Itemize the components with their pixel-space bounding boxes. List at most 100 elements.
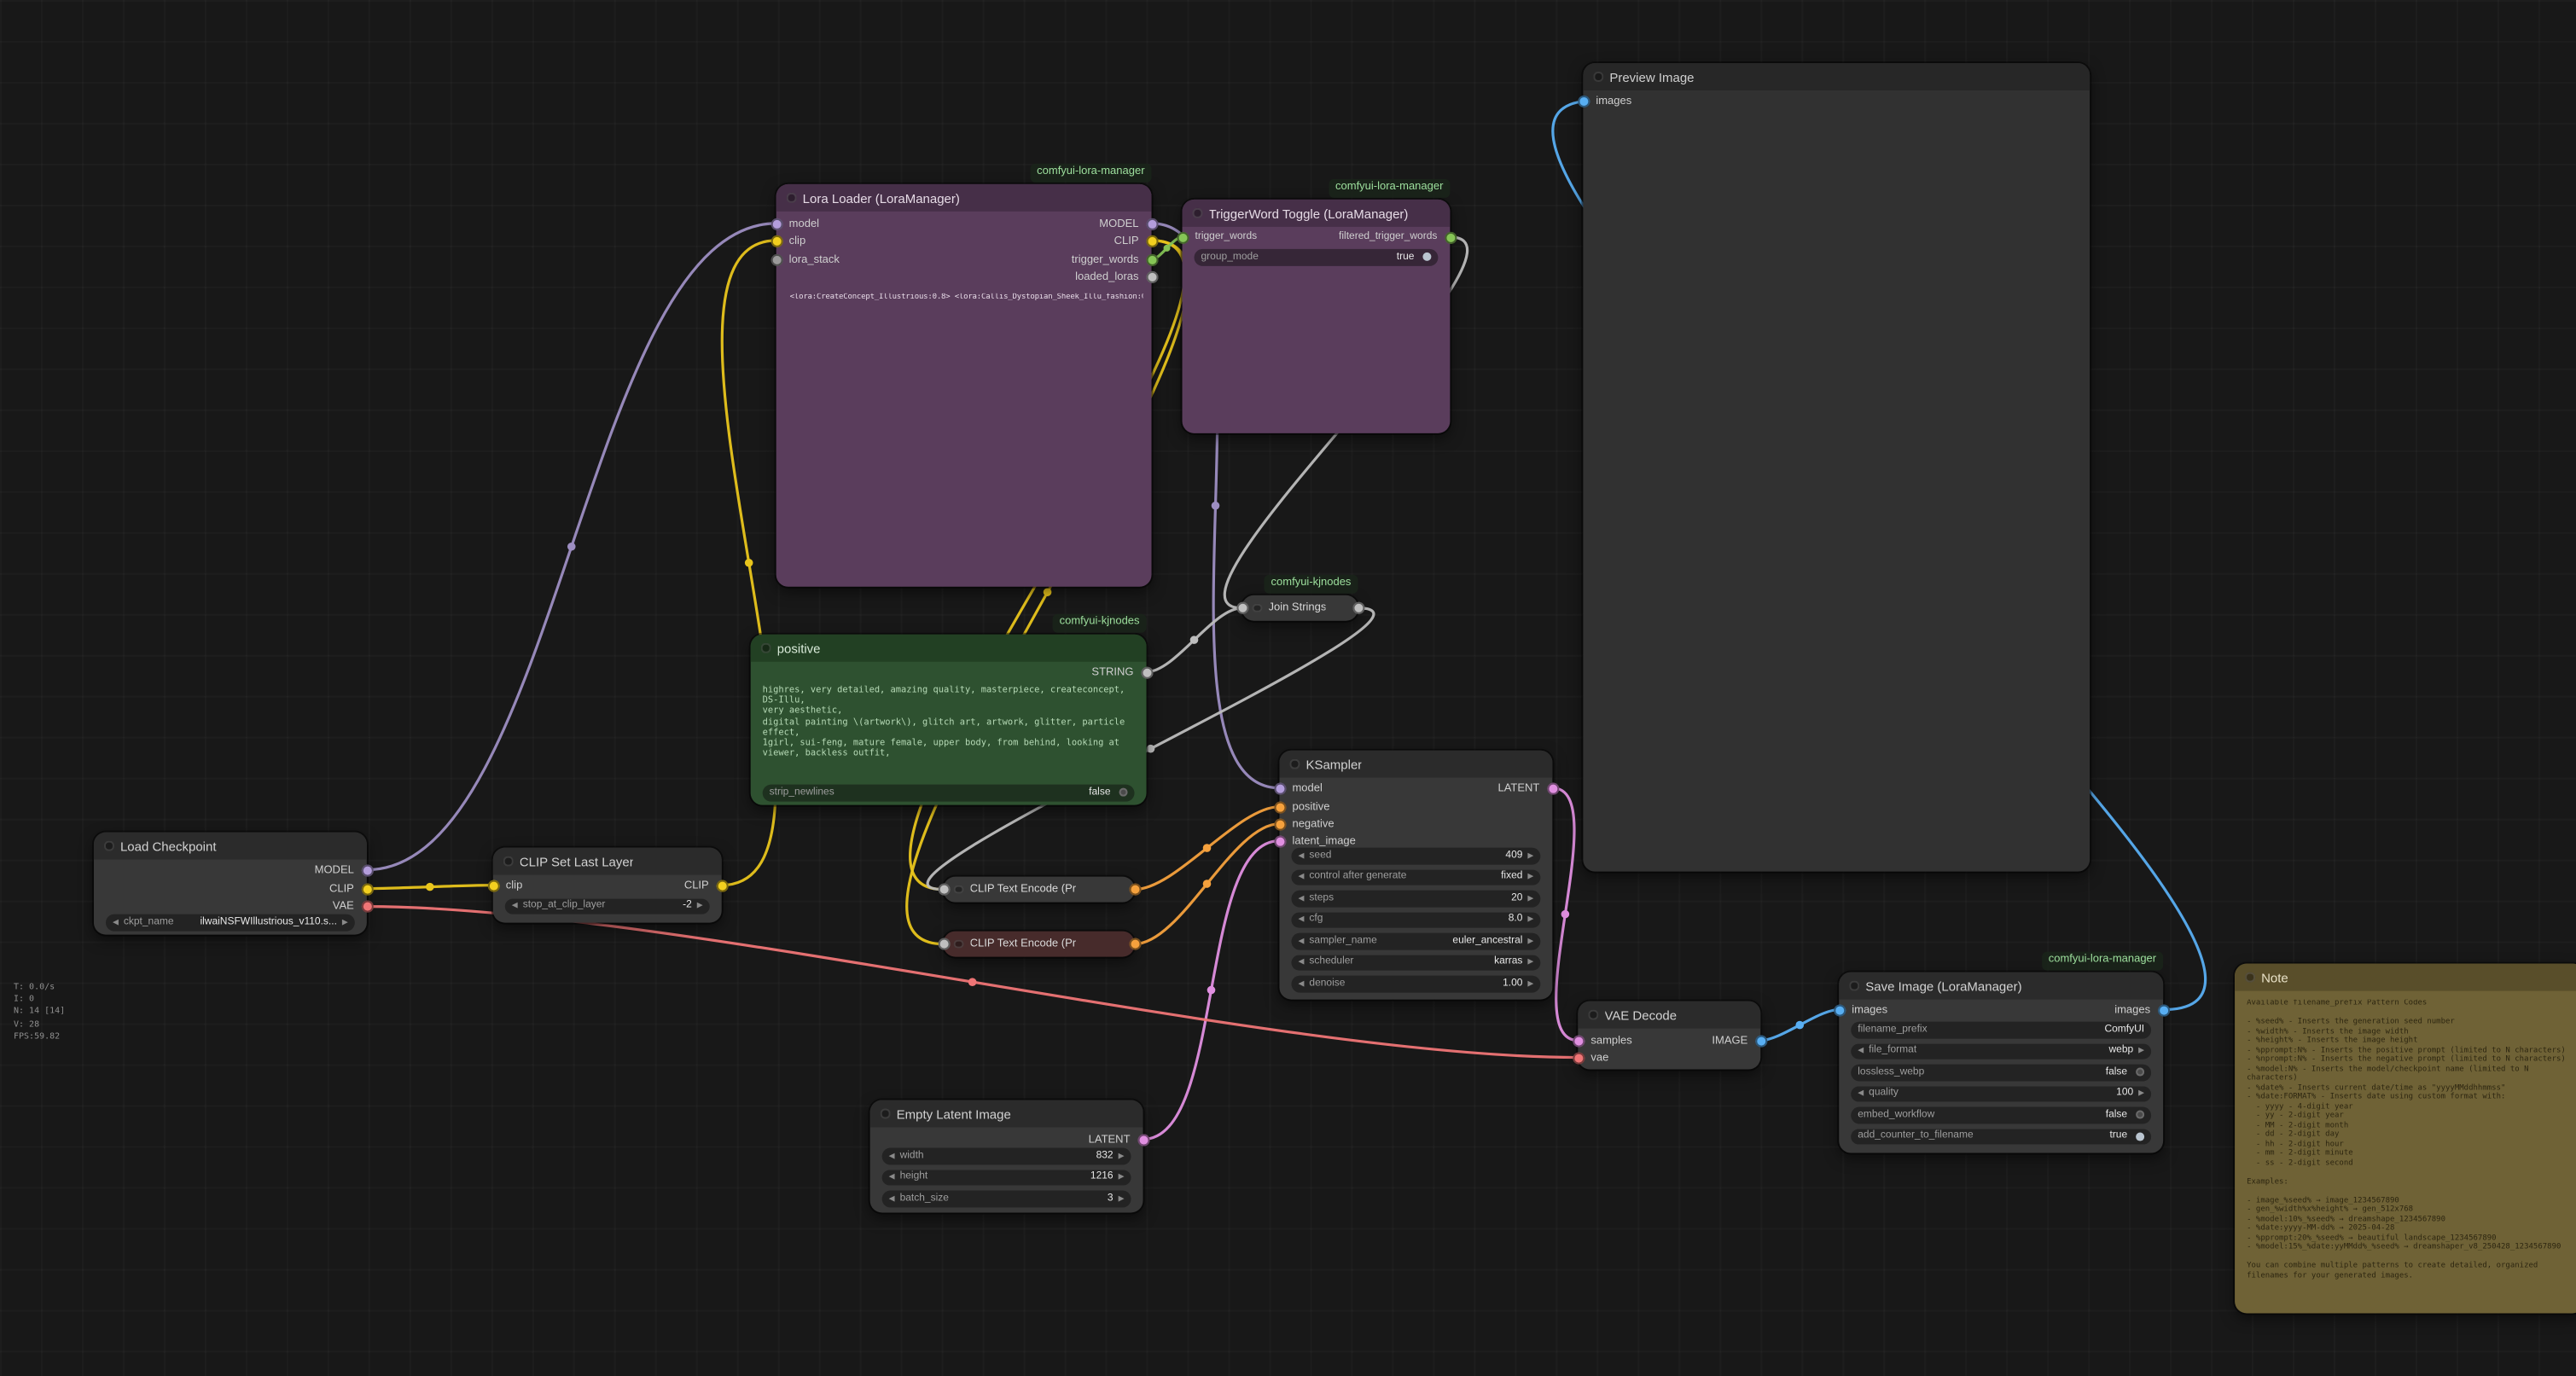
next-option-icon[interactable]: ▶ [1527,935,1534,944]
collapse-dot-icon[interactable] [2245,972,2255,983]
model-port-dot[interactable] [1273,781,1286,794]
output-port-string[interactable]: STRING [1091,664,1153,681]
clip-port-dot[interactable] [1145,234,1158,247]
output-port-model[interactable]: MODEL [315,862,373,879]
node-ksampler[interactable]: KSampler model positive negative latent_… [1273,750,1559,1000]
node-vae-decode[interactable]: VAE Decode samples vae IMAGE [1572,1001,1767,1070]
widget-stop-at-clip-layer[interactable]: ◀ stop_at_clip_layer -2 ▶ [504,897,710,914]
image-port-dot[interactable] [2157,1003,2170,1016]
decrement-icon[interactable]: ◀ [1298,978,1305,987]
node-header[interactable]: Lora Loader (LoraManager) [776,183,1152,212]
string-port-dot[interactable] [1140,665,1153,678]
note-text[interactable]: Available filename_prefix Pattern Codes … [2247,999,2566,1280]
increment-icon[interactable]: ▶ [1527,892,1534,902]
image-port-dot[interactable] [1754,1034,1767,1047]
decrement-icon[interactable]: ◀ [1298,892,1305,902]
widget-file-format[interactable]: ◀ file_format webp ▶ [1851,1042,2152,1060]
conditioning-port-dot[interactable] [1273,800,1286,813]
image-port-dot[interactable] [1577,94,1590,107]
widget-width[interactable]: ◀ width 832 ▶ [881,1147,1131,1164]
trigger-words-port-dot[interactable] [1176,230,1189,243]
widget-denoise[interactable]: ◀ denoise 1.00 ▶ [1291,975,1541,992]
node-header[interactable]: KSampler [1279,750,1553,778]
collapse-dot-icon[interactable] [503,856,513,867]
toggle-dot-icon[interactable] [2136,1111,2145,1120]
collapsed-input-port-dot[interactable] [937,938,950,950]
output-port-model[interactable]: MODEL [1099,215,1158,232]
latent-port-dot[interactable] [1137,1133,1149,1146]
input-port-latent-image[interactable]: latent_image [1273,833,1356,850]
input-port-clip[interactable]: clip [486,877,522,894]
increment-icon[interactable]: ▶ [1118,1193,1125,1202]
collapsed-input-port-dot[interactable] [1236,601,1248,614]
output-port-vae[interactable]: VAE [333,898,373,915]
node-header[interactable]: Empty Latent Image [869,1100,1143,1128]
collapsed-output-port-dot[interactable] [1128,883,1141,896]
node-save-image[interactable]: comfyui-lora-manager Save Image (LoraMan… [1833,951,2170,1153]
latent-port-dot[interactable] [1546,781,1559,794]
input-port-positive[interactable]: positive [1273,798,1330,816]
collapsed-output-port-dot[interactable] [1128,938,1141,950]
widget-filename-prefix[interactable]: filename_prefix ComfyUI [1851,1021,2152,1038]
input-port-samples[interactable]: samples [1572,1032,1632,1049]
collapse-dot-icon[interactable] [953,939,963,949]
decrement-icon[interactable]: ◀ [1298,914,1305,923]
node-header[interactable]: CLIP Set Last Layer [492,847,722,875]
widget-cfg[interactable]: ◀ cfg 8.0 ▶ [1291,911,1541,928]
input-port-vae[interactable]: vae [1572,1049,1608,1066]
increment-icon[interactable]: ▶ [1118,1150,1125,1159]
node-note[interactable]: Note Available filename_prefix Pattern C… [2235,963,2576,1314]
widget-seed[interactable]: ◀ seed 409 ▶ [1291,847,1541,864]
input-port-clip[interactable]: clip [770,232,805,249]
node-preview-image[interactable]: Preview Image images [1577,62,2090,872]
output-port-latent[interactable]: LATENT [1497,780,1559,797]
node-empty-latent-image[interactable]: Empty Latent Image LATENT ◀ width 832 ▶ … [869,1100,1149,1213]
node-header[interactable]: positive [750,634,1147,662]
output-port-loaded-loras[interactable]: loaded_loras [1075,268,1158,285]
collapse-dot-icon[interactable] [1289,759,1300,769]
decrement-icon[interactable]: ◀ [1298,850,1305,859]
latent-port-dot[interactable] [1273,834,1286,847]
input-port-images[interactable]: images [1833,1002,1887,1019]
output-port-latent[interactable]: LATENT [1089,1131,1149,1148]
model-port-dot[interactable] [770,217,782,229]
model-port-dot[interactable] [360,863,373,876]
output-port-clip[interactable]: CLIP [684,877,728,894]
widget-steps[interactable]: ◀ steps 20 ▶ [1291,890,1541,907]
toggle-dot-icon[interactable] [1422,253,1432,262]
input-port-trigger-words[interactable]: trigger_words [1176,229,1257,246]
input-port-model[interactable]: model [1273,780,1323,797]
prev-option-icon[interactable]: ◀ [1298,956,1305,966]
widget-scheduler[interactable]: ◀ scheduler karras ▶ [1291,954,1541,971]
increment-icon[interactable]: ▶ [1527,978,1534,987]
next-option-icon[interactable]: ▶ [341,916,348,926]
node-header[interactable]: Save Image (LoraManager) [1839,972,2164,1000]
output-port-clip[interactable]: CLIP [1114,232,1158,249]
decrement-icon[interactable]: ◀ [1858,1088,1864,1097]
output-port-images[interactable]: images [2114,1002,2170,1019]
node-header[interactable]: VAE Decode [1578,1001,1761,1029]
widget-embed-workflow[interactable]: embed_workflow false [1851,1106,2152,1123]
widget-strip-newlines[interactable]: strip_newlines false [762,784,1135,801]
model-port-dot[interactable] [1145,217,1158,229]
output-port-trigger-words[interactable]: trigger_words [1072,251,1158,268]
widget-height[interactable]: ◀ height 1216 ▶ [881,1169,1131,1186]
next-option-icon[interactable]: ▶ [1527,956,1534,966]
increment-icon[interactable]: ▶ [1527,850,1534,859]
latent-port-dot[interactable] [1572,1034,1585,1047]
clip-port-dot[interactable] [360,882,373,895]
output-port-clip[interactable]: CLIP [329,880,373,897]
input-port-model[interactable]: model [770,215,819,232]
decrement-icon[interactable]: ◀ [888,1171,895,1181]
prev-option-icon[interactable]: ◀ [112,916,119,926]
next-option-icon[interactable]: ▶ [2138,1045,2145,1054]
node-clip-text-encode-positive[interactable]: CLIP Text Encode (Pr [937,876,1141,903]
collapsed-input-port-dot[interactable] [937,883,950,896]
toggle-dot-icon[interactable] [2136,1068,2145,1077]
collapse-dot-icon[interactable] [1849,981,1859,991]
loaded-loras-port-dot[interactable] [1145,270,1158,282]
collapse-dot-icon[interactable] [880,1109,890,1119]
node-lora-loader[interactable]: comfyui-lora-manager Lora Loader (LoraMa… [770,163,1158,587]
collapsed-output-port-dot[interactable] [1352,601,1364,614]
